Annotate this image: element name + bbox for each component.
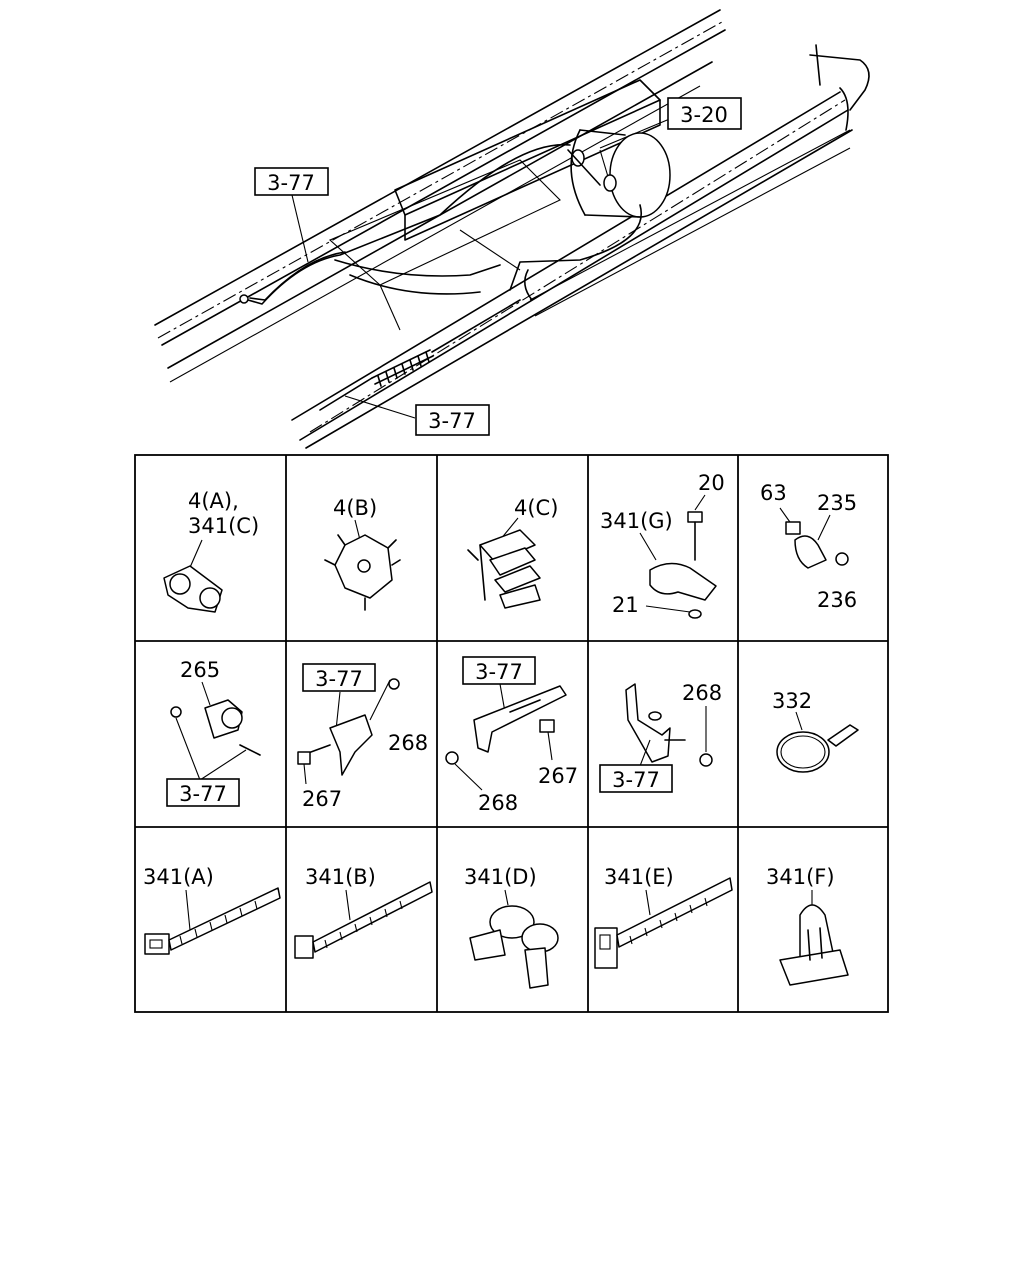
label-341f: 341(F)	[766, 865, 835, 889]
label-265: 265	[180, 658, 220, 682]
part-cell-63-235-236: 63 235 236	[760, 481, 857, 612]
part-cell-341b: 341(B)	[294, 865, 433, 959]
label-3-77-cell7: 3-77	[315, 667, 363, 691]
callout-box-cell8	[462, 656, 536, 685]
callout-box-3-20	[667, 97, 742, 130]
part-cell-4a-341c: 4(A), 341(C)	[163, 489, 259, 613]
label-268-cell9: 268	[682, 681, 722, 705]
label-3-77-cell6: 3-77	[179, 782, 227, 806]
part-cell-bracket-b: 3-77 267 268	[445, 656, 578, 815]
label-3-77-cell8: 3-77	[475, 660, 523, 684]
part-cell-332: 332	[772, 689, 859, 773]
label-20: 20	[698, 471, 725, 495]
label-63: 63	[760, 481, 787, 505]
callout-box-3-77-lower	[415, 404, 490, 436]
part-cell-341e: 341(E)	[594, 865, 733, 969]
label-341b: 341(B)	[305, 865, 376, 889]
part-cell-4b: 4(B)	[324, 496, 401, 611]
callout-box-cell9	[599, 764, 673, 793]
parts-grid	[134, 454, 889, 1013]
label-341g: 341(G)	[600, 509, 673, 533]
part-cell-341f: 341(F)	[766, 865, 849, 986]
label-4a: 4(A),	[188, 489, 239, 513]
label-341a: 341(A)	[143, 865, 214, 889]
part-cell-341a: 341(A)	[143, 865, 281, 955]
callout-box-3-77-upper	[254, 167, 329, 196]
label-332: 332	[772, 689, 812, 713]
label-268-cell7: 268	[388, 731, 428, 755]
label-341c: 341(C)	[188, 514, 259, 538]
label-21: 21	[612, 593, 639, 617]
label-4b: 4(B)	[333, 496, 377, 520]
label-3-77-cell9: 3-77	[612, 768, 660, 792]
label-341e: 341(E)	[604, 865, 674, 889]
part-cell-4c: 4(C)	[467, 496, 558, 609]
chassis-overview: 3-20 3-77 3-77	[154, 9, 870, 449]
part-cell-341g: 341(G) 20 21	[600, 471, 725, 619]
label-235: 235	[817, 491, 857, 515]
label-267-cell8: 267	[538, 764, 578, 788]
label-267-cell7: 267	[302, 787, 342, 811]
callout-box-cell6	[166, 778, 240, 807]
callout-3-77-lower: 3-77	[428, 409, 476, 433]
callout-box-cell7	[302, 663, 376, 692]
label-4c: 4(C)	[514, 496, 558, 520]
part-cell-bracket-a: 3-77 268 267	[297, 663, 428, 811]
label-341d: 341(D)	[464, 865, 537, 889]
label-268-cell8: 268	[478, 791, 518, 815]
part-cell-341d: 341(D)	[464, 865, 559, 989]
part-cell-bracket-c: 268 3-77	[599, 681, 722, 793]
callout-3-20: 3-20	[680, 103, 728, 127]
part-cell-265: 265 3-77	[166, 658, 261, 807]
label-236: 236	[817, 588, 857, 612]
callout-3-77-upper: 3-77	[267, 171, 315, 195]
